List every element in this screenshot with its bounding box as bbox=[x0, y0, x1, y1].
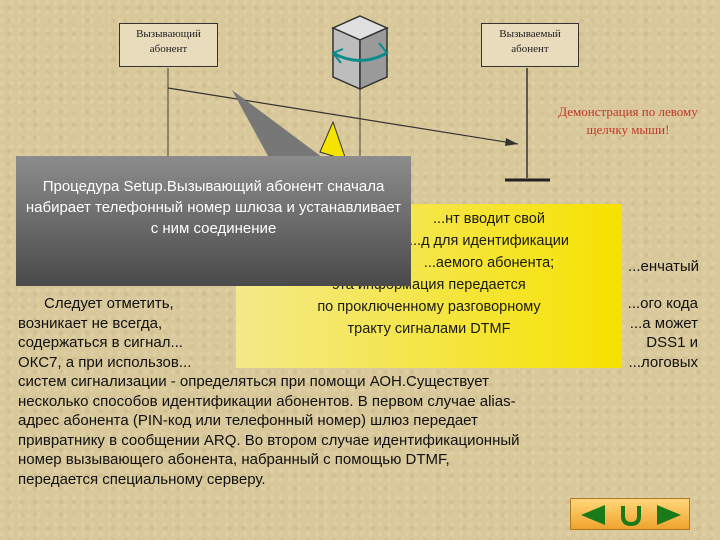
arrow-left-icon[interactable] bbox=[577, 503, 609, 527]
setup-callout-text: Процедура Setup.Вызывающий абонент снача… bbox=[26, 178, 401, 237]
arrow-right-icon[interactable] bbox=[653, 503, 685, 527]
nav-bar bbox=[570, 498, 690, 530]
return-u-icon[interactable] bbox=[615, 502, 647, 528]
setup-callout: Процедура Setup.Вызывающий абонент снача… bbox=[16, 156, 411, 286]
